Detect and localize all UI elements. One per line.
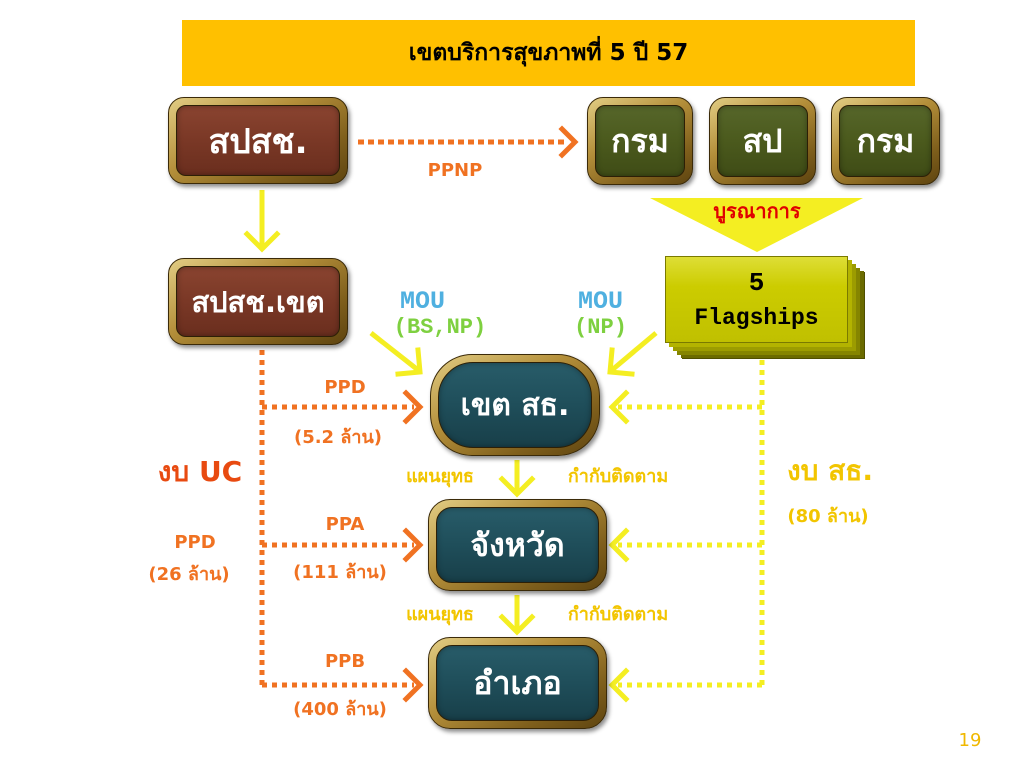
moph-to-region-arrowhead: [608, 389, 630, 425]
moph-to-province-arrowhead: [608, 527, 630, 563]
title-bar: เขตบริการสุขภาพที่ 5 ปี 57: [182, 20, 915, 86]
ministry-unit-label-1: กรม: [595, 105, 685, 177]
ppb-fund-code: PPB: [324, 651, 366, 672]
ministry-unit-label-3: กรม: [839, 105, 932, 177]
ppd-arrowhead: [402, 389, 424, 425]
mou-right-arrowhead: [607, 347, 635, 377]
strategy-plan-label-1: แผนยุทธ: [406, 466, 474, 487]
strategy-plan-label-2: แผนยุทธ: [406, 604, 474, 625]
monitoring-label-2: กำกับติดตาม: [567, 604, 669, 625]
mou-left-arrowhead: [395, 347, 423, 377]
moph-to-district-arrowhead: [608, 667, 630, 703]
ppnp-arrowhead: [558, 125, 579, 159]
uc-budget-code: PPD: [174, 532, 216, 553]
nhso-region-label: สปสช.เขต: [176, 266, 340, 337]
flagships-box: 5 Flagships: [665, 256, 848, 343]
health-region-label: เขต สธ.: [438, 362, 592, 448]
ppa-arrowhead: [402, 527, 424, 563]
ppd-fund-amount: (5.2 ล้าน): [293, 427, 383, 448]
ministry-unit-box-1: กรม: [587, 97, 693, 185]
monitoring-label-1: กำกับติดตาม: [567, 466, 669, 487]
ministry-unit-box-3: กรม: [831, 97, 940, 185]
ppa-fund-amount: (111 ล้าน): [293, 562, 387, 583]
page-number: 19: [958, 730, 982, 751]
mou-right-label: MOU: [577, 287, 623, 316]
district-box: อำเภอ: [428, 637, 607, 729]
mou-right-arrow-line: [610, 331, 658, 372]
district-label: อำเภอ: [436, 645, 599, 721]
nhso-to-region-arrowhead: [243, 230, 281, 253]
province-label: จังหวัด: [436, 507, 599, 583]
uc-budget-amount: (26 ล้าน): [148, 564, 230, 585]
ppb-fund-amount: (400 ล้าน): [293, 699, 387, 720]
flagships-label: Flagships: [694, 304, 819, 331]
uc-budget-title: งบ UC: [157, 455, 243, 488]
region-to-province-arrowhead: [498, 475, 536, 498]
moph-budget-amount: (80 ล้าน): [787, 506, 869, 527]
ppa-fund-code: PPA: [325, 514, 365, 535]
flagships-count: 5: [748, 268, 765, 299]
nhso-region-box: สปสช.เขต: [168, 258, 348, 345]
province-box: จังหวัด: [428, 499, 607, 591]
health-region-box: เขต สธ.: [430, 354, 600, 456]
mou-left-arrow-line: [369, 331, 420, 372]
integration-label: บูรณาการ: [713, 199, 801, 223]
moph-budget-title: งบ สธ.: [786, 454, 873, 487]
ministry-unit-box-2: สป: [709, 97, 816, 185]
ministry-unit-label-2: สป: [717, 105, 808, 177]
nhso-box-label: สปสช.: [176, 105, 340, 176]
nhso-box: สปสช.: [168, 97, 348, 184]
ppnp-label: PPNP: [427, 160, 483, 181]
ppd-fund-code: PPD: [324, 377, 366, 398]
slide-title: เขตบริการสุขภาพที่ 5 ปี 57: [408, 40, 689, 66]
ppb-arrowhead: [402, 667, 424, 703]
integration-triangle: [650, 198, 863, 252]
mou-left-parties: (BS,NP): [393, 315, 487, 340]
mou-left-label: MOU: [399, 287, 445, 316]
mou-right-parties: (NP): [574, 315, 627, 340]
province-to-district-arrowhead: [498, 613, 536, 636]
